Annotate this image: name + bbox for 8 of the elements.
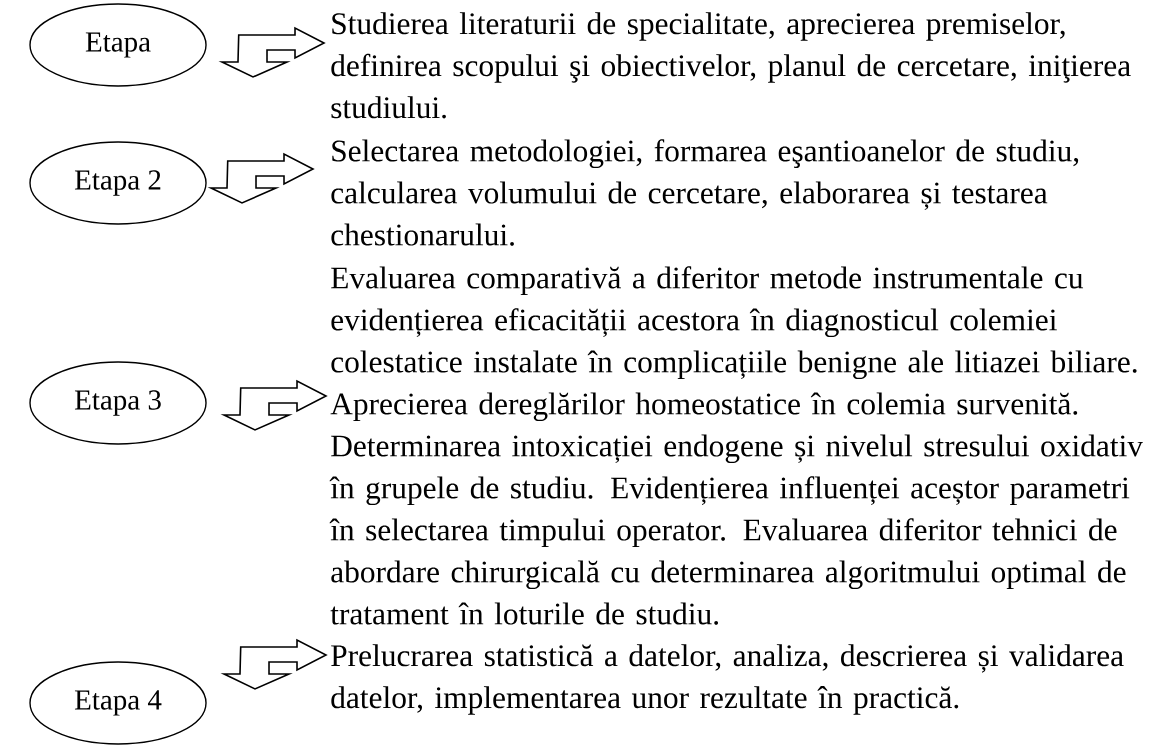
- bent-arrow: [207, 152, 315, 204]
- description-text: Evaluarea comparativă a diferitor metode instrumentale cu evidențierea eficacității acestora în diagnosticul colemiei colestatice instalate în complicațiile benigne ale litiazei biliare. Aprecierea dereglărilor homeostatice în colemia survenită. Determinarea intoxicației endogene și nivelul stresului oxidativ în grupele de studiu. Evidențierea influenței aceștor parametri în selectarea timpului operator. Evaluarea diferitor tehnici de abordare chirurgicală cu determinarea algoritmului optimal de tratament în loturile de studiu.: [329, 266, 1143, 625]
- bent-arrow: [220, 379, 328, 431]
- description-text: Studierea literaturii de specialitate, aprecierea premiselor, definirea scopului şi obiectivelor, planul de cercetare, iniţierea studiului.: [331, 12, 1131, 119]
- description-text: Selectarea metodologiei, formarea eşantioanelor de studiu, calcularea volumului de cercetare, elaborarea și testarea chestionarului.: [331, 139, 1079, 246]
- bent-arrow: [218, 26, 326, 78]
- bent-arrow: [220, 638, 328, 690]
- description-text: Prelucrarea statistică a datelor, analiza, descrierea și validarea datelor, implementarea unor rezultate în practică.: [331, 644, 1124, 715]
